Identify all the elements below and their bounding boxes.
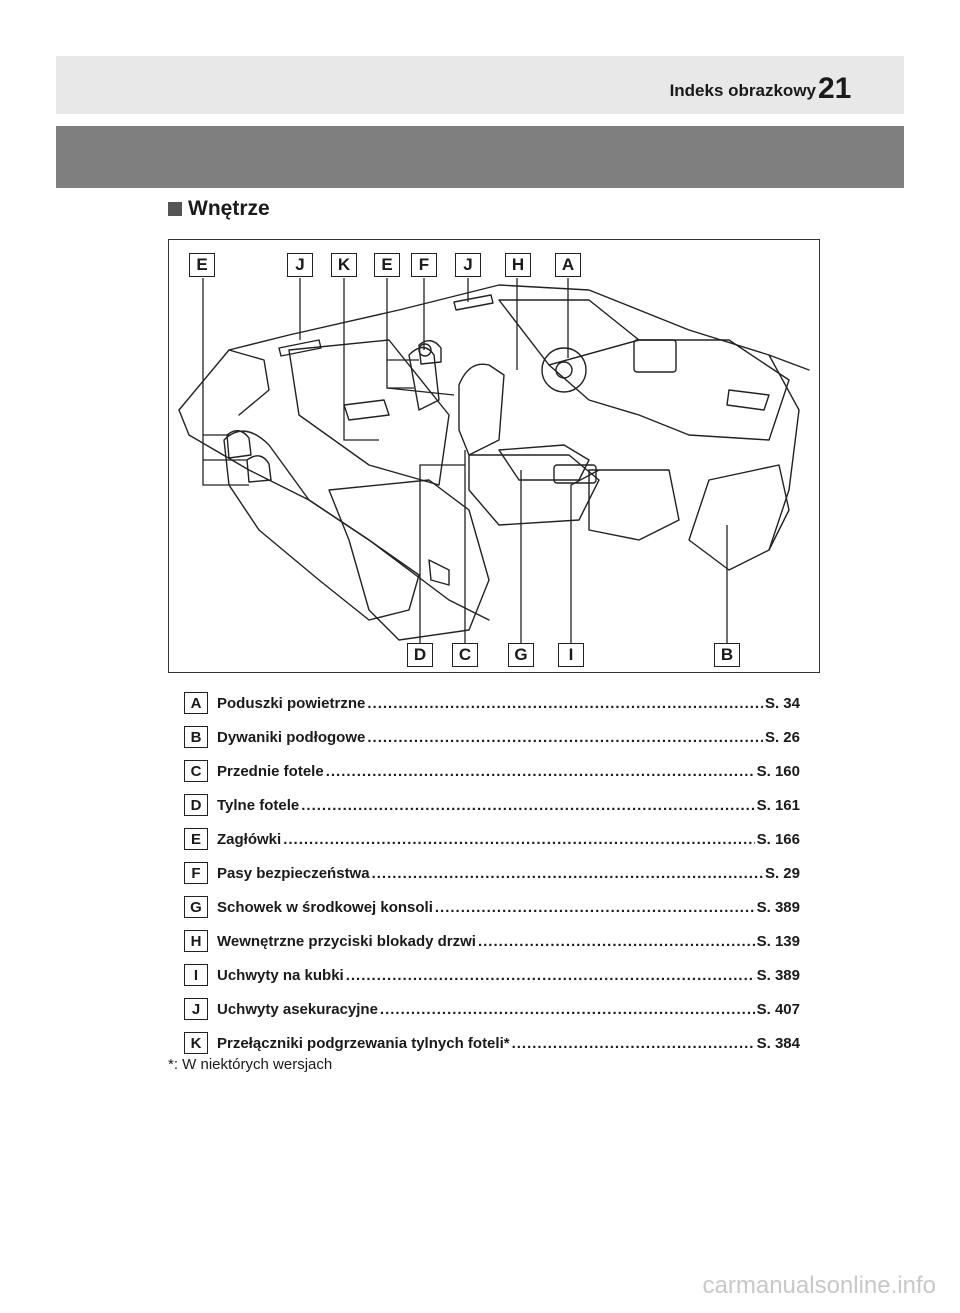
square-bullet-icon — [168, 202, 182, 216]
callout-E-left: E — [189, 253, 215, 277]
callout-J-right: J — [455, 253, 481, 277]
callout-D: D — [407, 643, 433, 667]
legend-label: Pasy bezpieczeństwa — [217, 864, 370, 882]
legend-label: Schowek w środkowej konsoli — [217, 898, 433, 916]
legend-label: Wewnętrzne przyciski blokady drzwi — [217, 932, 476, 950]
legend-page-ref[interactable]: S. 139 — [756, 932, 800, 950]
legend-page-ref[interactable]: S. 407 — [756, 1000, 800, 1018]
legend-page-ref[interactable]: S. 389 — [756, 898, 800, 916]
legend-label: Zagłówki — [217, 830, 282, 848]
page-number: 21 — [818, 72, 852, 105]
legend-item[interactable]: C Przednie fotele S. 160 — [184, 754, 800, 788]
section-title-text: Wnętrze — [188, 197, 270, 220]
interior-illustration: E J K E F J H A D C G I B — [168, 239, 820, 673]
legend-page-ref[interactable]: S. 166 — [756, 830, 800, 848]
legend-item[interactable]: K Przełączniki podgrzewania tylnych fote… — [184, 1026, 800, 1060]
legend-label: Tylne fotele — [217, 796, 300, 814]
legend-item[interactable]: J Uchwyty asekuracyjne S. 407 — [184, 992, 800, 1026]
legend-label: Uchwyty asekuracyjne — [217, 1000, 378, 1018]
legend-letter: J — [184, 998, 208, 1020]
legend-label: Przednie fotele — [217, 762, 324, 780]
callout-E-mid: E — [374, 253, 400, 277]
callout-K: K — [331, 253, 357, 277]
legend-item[interactable]: H Wewnętrzne przyciski blokady drzwi S. 1… — [184, 924, 800, 958]
header-title: Indeks obrazkowy — [669, 81, 816, 100]
legend-item[interactable]: I Uchwyty na kubki S. 389 — [184, 958, 800, 992]
legend-page-ref[interactable]: S. 384 — [756, 1034, 800, 1052]
legend-letter: F — [184, 862, 208, 884]
legend-letter: H — [184, 930, 208, 952]
legend-item[interactable]: F Pasy bezpieczeństwa S. 29 — [184, 856, 800, 890]
legend-label: Dywaniki podłogowe — [217, 728, 366, 746]
callout-B: B — [714, 643, 740, 667]
callout-A: A — [555, 253, 581, 277]
callout-F: F — [411, 253, 437, 277]
legend-letter: E — [184, 828, 208, 850]
legend-letter: A — [184, 692, 208, 714]
legend-page-ref[interactable]: S. 26 — [764, 728, 800, 746]
callout-H: H — [505, 253, 531, 277]
legend-page-ref[interactable]: S. 34 — [764, 694, 800, 712]
callout-G: G — [508, 643, 534, 667]
legend-item[interactable]: G Schowek w środkowej konsoli S. 389 — [184, 890, 800, 924]
legend-label: Uchwyty na kubki — [217, 966, 344, 984]
car-interior-drawing — [178, 278, 810, 650]
legend-letter: K — [184, 1032, 208, 1054]
header-band — [56, 56, 904, 114]
legend-item[interactable]: B Dywaniki podłogowe S. 26 — [184, 720, 800, 754]
legend-page-ref[interactable]: S. 160 — [756, 762, 800, 780]
watermark: carmanualsonline.info — [702, 1272, 936, 1299]
legend-label: Przełączniki podgrzewania tylnych foteli… — [217, 1034, 510, 1052]
legend-letter: G — [184, 896, 208, 918]
legend-page-ref[interactable]: S. 29 — [764, 864, 800, 882]
legend-page-ref[interactable]: S. 389 — [756, 966, 800, 984]
legend-label: Poduszki powietrzne — [217, 694, 366, 712]
legend-item[interactable]: D Tylne fotele S. 161 — [184, 788, 800, 822]
legend-list: A Poduszki powietrzne S. 34 B Dywaniki po… — [184, 686, 800, 1060]
legend-letter: D — [184, 794, 208, 816]
legend-letter: C — [184, 760, 208, 782]
legend-page-ref[interactable]: S. 161 — [756, 796, 800, 814]
legend-letter: B — [184, 726, 208, 748]
callout-J-left: J — [287, 253, 313, 277]
callout-I: I — [558, 643, 584, 667]
footnote: *: W niektórych wersjach — [168, 1056, 333, 1073]
legend-item[interactable]: E Zagłówki S. 166 — [184, 822, 800, 856]
legend-letter: I — [184, 964, 208, 986]
section-title: Wnętrze — [168, 197, 270, 221]
section-banner — [56, 126, 904, 188]
callout-C: C — [452, 643, 478, 667]
legend-item[interactable]: A Poduszki powietrzne S. 34 — [184, 686, 800, 720]
